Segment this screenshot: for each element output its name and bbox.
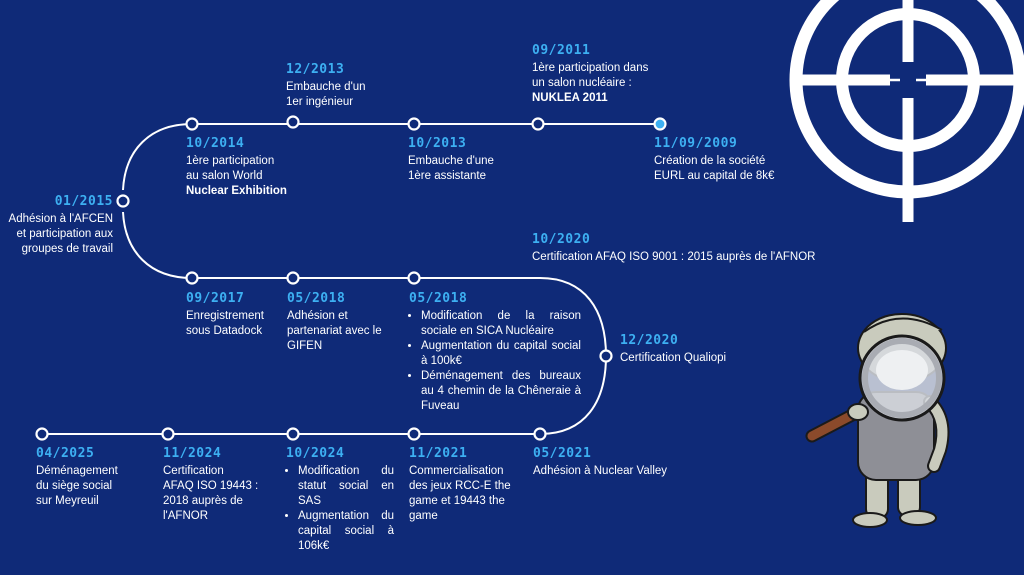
list-item: Modification du statut social en SAS — [298, 464, 394, 509]
event-2020-qualiopi: 12/2020 Certification Qualiopi — [620, 333, 760, 366]
event-2024-iso19443: 11/2024 Certification AFAQ ISO 19443 : 2… — [163, 446, 263, 524]
event-2017-text: Enregistrement — [186, 310, 264, 322]
node-2018a — [286, 271, 300, 285]
event-2009-text: Création de la société — [654, 155, 766, 167]
event-2014-text: au salon World — [186, 170, 263, 182]
event-2021-games-text: game et 19443 the — [409, 495, 505, 507]
event-2011-text: NUKLEA 2011 — [532, 92, 608, 104]
event-2009-text: EURL au capital de 8k€ — [654, 170, 775, 182]
event-2021-games: 11/2021 Commercialisation des jeux RCC-E… — [409, 446, 521, 524]
node-2021a — [533, 427, 547, 441]
event-2015-text: et participation aux — [16, 228, 113, 240]
event-2018-gifen-text: Adhésion et — [287, 310, 348, 322]
event-2024-iso19443-text: Certification — [163, 465, 224, 477]
event-2018-sica-date: 05/2018 — [409, 291, 468, 306]
event-2017: 09/2017 Enregistrement sous Datadock — [186, 291, 282, 339]
list-item: Augmentation du capital social à 106k€ — [298, 509, 394, 554]
event-2020-iso9001-text: Certification AFAQ ISO 9001 : 2015 auprè… — [532, 251, 816, 263]
event-2021-nuclear-valley: 05/2021 Adhésion à Nuclear Valley — [533, 446, 693, 479]
node-2021b — [407, 427, 421, 441]
event-2015-text: Adhésion à l'AFCEN — [8, 213, 113, 225]
event-2014: 10/2014 1ère participation au salon Worl… — [186, 136, 304, 199]
event-2011: 09/2011 1ère participation dans un salon… — [532, 43, 682, 106]
event-2013-assistant: 10/2013 Embauche d'une 1ère assistante — [408, 136, 528, 184]
node-2011 — [531, 117, 545, 131]
event-2013-engineer: 12/2013 Embauche d'un 1er ingénieur — [286, 62, 396, 110]
event-2021-nuclear-valley-text: Adhésion à Nuclear Valley — [533, 465, 668, 477]
event-2013-assistant-date: 10/2013 — [408, 136, 467, 151]
crosshair-icon — [789, 0, 1024, 222]
event-2024-sas-date: 10/2024 — [286, 446, 345, 461]
event-2013-assistant-text: 1ère assistante — [408, 170, 486, 182]
event-2015: 01/2015 Adhésion à l'AFCEN et participat… — [0, 194, 113, 257]
event-2024-iso19443-text: l'AFNOR — [163, 510, 209, 522]
list-item: Augmentation du capital social à 100k€ — [421, 339, 581, 369]
event-2024-sas-list: Modification du statut social en SAS Aug… — [286, 464, 394, 554]
event-2025: 04/2025 Déménagement du siège social sur… — [36, 446, 140, 509]
event-2020-qualiopi-date: 12/2020 — [620, 333, 679, 348]
event-2018-sica: 05/2018 Modification de la raison social… — [409, 291, 581, 414]
event-2021-games-text: des jeux RCC-E the — [409, 480, 511, 492]
event-2018-gifen-text: partenariat avec le — [287, 325, 382, 337]
node-2015 — [116, 194, 130, 208]
event-2009-date: 11/09/2009 — [654, 136, 738, 151]
node-2013b — [286, 115, 300, 129]
event-2021-games-date: 11/2021 — [409, 446, 468, 461]
event-2025-text: Déménagement — [36, 465, 118, 477]
node-2020b — [599, 349, 613, 363]
event-2014-text: 1ère participation — [186, 155, 275, 167]
node-2014 — [185, 117, 199, 131]
event-2024-iso19443-text: AFAQ ISO 19443 : — [163, 480, 259, 492]
node-2024a — [286, 427, 300, 441]
event-2011-date: 09/2011 — [532, 43, 591, 58]
event-2011-text: un salon nucléaire : — [532, 77, 632, 89]
event-2011-text: 1ère participation dans — [532, 62, 649, 74]
event-2009: 11/09/2009 Création de la société EURL a… — [654, 136, 804, 184]
event-2015-text: groupes de travail — [21, 243, 113, 255]
node-2025 — [35, 427, 49, 441]
list-item: Déménagement des bureaux au 4 chemin de … — [421, 369, 581, 414]
event-2014-date: 10/2014 — [186, 136, 245, 151]
event-2018-sica-list: Modification de la raison sociale en SIC… — [409, 309, 581, 414]
event-2025-date: 04/2025 — [36, 446, 95, 461]
event-2015-date: 01/2015 — [54, 194, 113, 209]
event-2021-nuclear-valley-date: 05/2021 — [533, 446, 592, 461]
event-2021-games-text: Commercialisation — [409, 465, 504, 477]
event-2017-text: sous Datadock — [186, 325, 263, 337]
event-2024-iso19443-text: 2018 auprès de — [163, 495, 243, 507]
event-2020-iso9001-date: 10/2020 — [532, 232, 591, 247]
event-2013-engineer-text: 1er ingénieur — [286, 96, 354, 108]
list-item: Modification de la raison sociale en SIC… — [421, 309, 581, 339]
event-2025-text: du siège social — [36, 480, 113, 492]
event-2020-iso9001: 10/2020 Certification AFAQ ISO 9001 : 20… — [532, 232, 852, 265]
event-2025-text: sur Meyreuil — [36, 495, 99, 507]
node-2024b — [161, 427, 175, 441]
event-2013-engineer-text: Embauche d'un — [286, 81, 366, 93]
event-2014-text: Nuclear Exhibition — [186, 185, 287, 197]
node-2018b — [407, 271, 421, 285]
event-2024-iso19443-date: 11/2024 — [163, 446, 222, 461]
node-2009 — [653, 117, 667, 131]
event-2018-gifen: 05/2018 Adhésion et partenariat avec le … — [287, 291, 399, 354]
event-2013-engineer-date: 12/2013 — [286, 62, 345, 77]
event-2018-gifen-date: 05/2018 — [287, 291, 346, 306]
timeline-nodes — [35, 115, 667, 441]
event-2018-gifen-text: GIFEN — [287, 340, 323, 352]
event-2017-date: 09/2017 — [186, 291, 245, 306]
node-2017 — [185, 271, 199, 285]
event-2013-assistant-text: Embauche d'une — [408, 155, 494, 167]
event-2024-sas: 10/2024 Modification du statut social en… — [286, 446, 394, 554]
node-2013a — [407, 117, 421, 131]
detective-mascot-icon — [805, 313, 950, 528]
event-2020-qualiopi-text: Certification Qualiopi — [620, 352, 727, 364]
event-2021-games-text: game — [409, 510, 438, 522]
